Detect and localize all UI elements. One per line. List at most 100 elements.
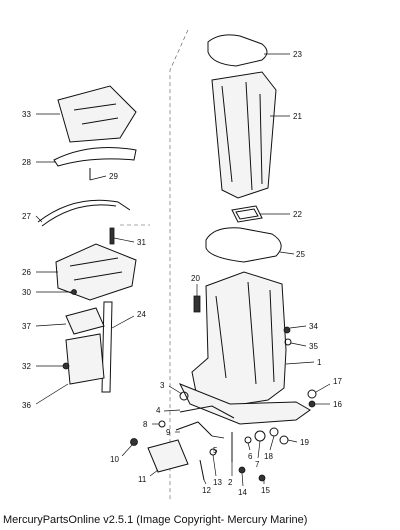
svg-text:21: 21 [293,112,302,121]
callout-18: 18 [264,435,275,461]
callout-2: 2 [228,462,233,487]
callout-17: 17 [315,377,342,393]
bolt-34-part [283,326,291,334]
svg-text:17: 17 [333,377,342,386]
callout-15: 15 [261,480,270,495]
svg-text:31: 31 [137,238,146,247]
stud-30-part [71,289,77,295]
part-9 [175,421,213,437]
washer-35-part [284,338,292,346]
callout-4: 4 [156,406,181,415]
part-16 [308,400,316,408]
callout-25: 25 [279,250,305,259]
callout-16: 16 [315,400,342,409]
svg-text:3: 3 [160,381,165,390]
alignment-line [169,29,189,500]
box-36-part [65,333,105,385]
callout-6: 6 [247,442,253,461]
callout-12: 12 [202,479,211,495]
adapter-detail-lines [69,257,123,281]
svg-text:8: 8 [143,420,148,429]
svg-text:13: 13 [213,478,222,487]
svg-text:36: 36 [22,401,31,410]
part-15 [258,474,266,482]
callout-7: 7 [255,440,261,469]
seal-strip-inner [41,204,117,227]
svg-text:32: 32 [22,362,31,371]
housing-gasket-part [205,227,282,263]
svg-text:10: 10 [110,455,119,464]
pin-part [109,227,115,245]
svg-text:29: 29 [109,172,118,181]
adapter-plate-part [55,243,137,301]
part-11-box [147,439,189,473]
callout-19: 19 [287,438,309,447]
callout-14: 14 [238,472,247,497]
svg-text:34: 34 [309,322,318,331]
part-19 [279,435,289,445]
part-7 [254,430,266,442]
svg-text:24: 24 [137,310,146,319]
callout-37: 37 [22,322,67,331]
top-gasket-part [207,34,268,67]
svg-text:35: 35 [309,342,318,351]
svg-text:19: 19 [300,438,309,447]
svg-text:23: 23 [293,50,302,59]
seal-inner [235,208,259,220]
svg-text:22: 22 [293,210,302,219]
plate-detail-lines [73,103,119,125]
housing-detail-lines [215,281,275,385]
svg-text:27: 27 [22,212,31,221]
callout-9: 9 [166,428,180,437]
part-3 [179,391,189,401]
housing-base-part [178,383,311,425]
svg-text:33: 33 [22,110,31,119]
part-14 [238,466,246,474]
svg-text:15: 15 [261,486,270,495]
housing-rib-lines [221,81,263,191]
svg-text:16: 16 [333,400,342,409]
svg-text:1: 1 [317,358,322,367]
svg-text:9: 9 [166,428,171,437]
drive-shaft-housing-part [191,271,287,407]
svg-text:30: 30 [22,288,31,297]
copyright-footer: MercuryPartsOnline v2.5.1 (Image Copyrig… [3,514,308,526]
part-17 [307,389,317,399]
plate-part [57,85,137,143]
svg-text:28: 28 [22,158,31,167]
part-32 [62,362,70,370]
svg-text:2: 2 [228,478,233,487]
seal-strip-part [37,199,131,223]
bolt-part [193,295,201,313]
svg-text:7: 7 [255,460,260,469]
svg-text:12: 12 [202,486,211,495]
svg-text:18: 18 [264,452,273,461]
gasket-28-part [53,147,137,167]
callout-23: 23 [264,50,302,59]
svg-text:11: 11 [138,475,147,484]
callout-8: 8 [143,420,159,429]
callout-32: 32 [22,362,63,371]
callout-3: 3 [160,381,183,395]
bracket-37-part [65,307,105,335]
seal-part [231,205,263,223]
callout-36: 36 [22,383,69,410]
svg-text:26: 26 [22,268,31,277]
callout-5: 5 [211,435,225,455]
callout-13: 13 [212,454,222,487]
callout-26: 26 [22,268,58,277]
svg-text:6: 6 [248,452,253,461]
rod-part [179,405,235,419]
callout-21: 21 [270,112,302,121]
callout-31: 31 [113,237,146,247]
callout-27: 27 [22,212,43,223]
callout-20: 20 [191,274,200,296]
callout-30: 30 [22,288,71,297]
svg-text:5: 5 [213,446,218,455]
exploded-parts-diagram: 1 2 3 4 5 6 7 8 9 10 11 12 13 14 15 16 1… [22,29,342,500]
svg-text:14: 14 [238,488,247,497]
callout-33: 33 [22,110,60,119]
callout-10: 10 [110,444,133,464]
svg-text:4: 4 [156,406,161,415]
upper-housing-part [211,71,277,199]
